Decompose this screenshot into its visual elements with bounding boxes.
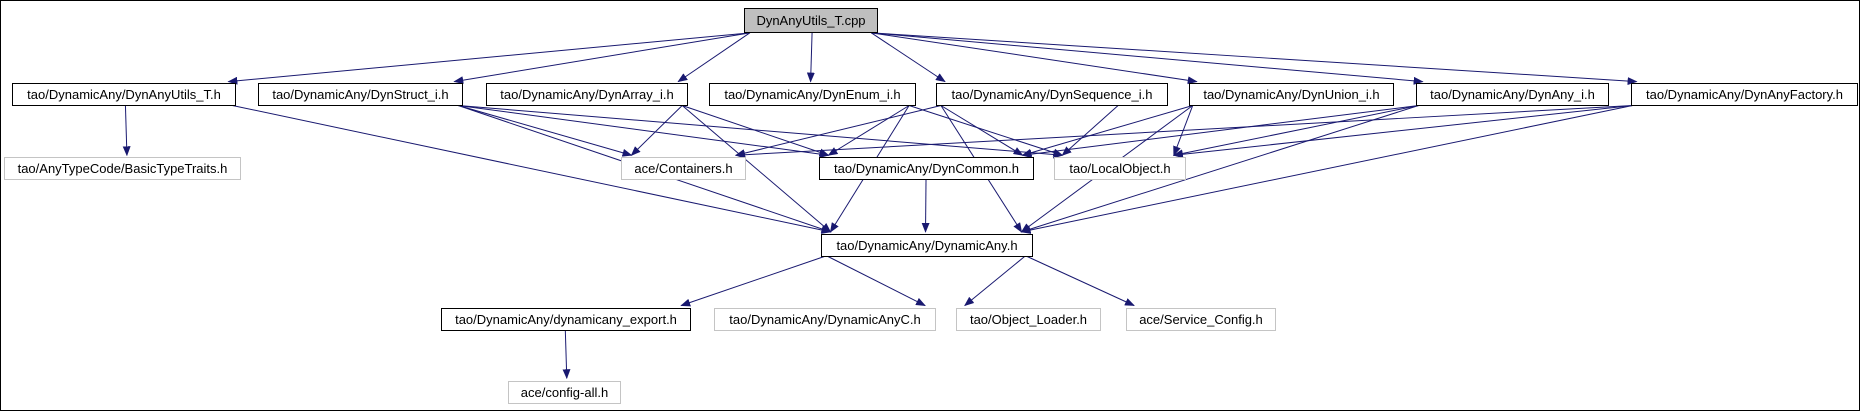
edge-union_i-dyncommon: [1021, 105, 1193, 157]
edge-factory-dynamicany: [1020, 105, 1633, 234]
edge-cpp-utils_h: [227, 32, 750, 85]
node-cpp: DynAnyUtils_T.cpp: [744, 8, 878, 33]
node-utils_h[interactable]: tao/DynamicAny/DynAnyUtils_T.h: [12, 83, 236, 106]
edge-factory-localobject: [1172, 104, 1633, 159]
edge-sequence_i-containers: [734, 105, 942, 158]
edge-cpp-union_i: [871, 32, 1198, 85]
edge-cpp-enum_i: [806, 32, 815, 83]
edge-struct_i-dyncommon: [458, 104, 830, 158]
node-configall: ace/config-all.h: [508, 381, 621, 404]
edge-any_i-dyncommon: [1021, 104, 1419, 159]
edge-cpp-any_i: [871, 32, 1424, 85]
edge-cpp-sequence_i: [871, 32, 946, 83]
node-dynamicany[interactable]: tao/DynamicAny/DynamicAny.h: [821, 234, 1033, 257]
edge-enum_i-dyncommon: [827, 105, 910, 156]
edge-enum_i-localobject: [908, 105, 1064, 157]
edge-cpp-struct_i: [453, 32, 750, 85]
edge-factory-containers: [734, 104, 1633, 159]
edge-cpp-array_i: [677, 32, 751, 83]
edge-any_i-localobject: [1172, 105, 1419, 158]
node-basictraits: tao/AnyTypeCode/BasicTypeTraits.h: [4, 157, 241, 180]
edge-dynamicany-dynamicanyc: [826, 255, 926, 306]
node-dyncommon[interactable]: tao/DynamicAny/DynCommon.h: [819, 157, 1034, 180]
node-export_h[interactable]: tao/DynamicAny/dynamicany_export.h: [441, 308, 691, 331]
edge-dynamicany-svcconfig: [1025, 255, 1135, 306]
node-objloader: tao/Object_Loader.h: [956, 308, 1101, 331]
node-union_i[interactable]: tao/DynamicAny/DynUnion_i.h: [1189, 83, 1394, 106]
edge-cpp-factory: [871, 32, 1638, 86]
node-struct_i[interactable]: tao/DynamicAny/DynStruct_i.h: [258, 83, 463, 106]
node-array_i[interactable]: tao/DynamicAny/DynArray_i.h: [486, 83, 688, 106]
edge-array_i-containers: [630, 105, 683, 156]
edge-array_i-dynamicany: [681, 105, 832, 233]
edge-export_h-configall: [562, 329, 571, 380]
edge-array_i-dyncommon: [682, 105, 830, 157]
node-any_i[interactable]: tao/DynamicAny/DynAny_i.h: [1416, 83, 1609, 106]
edge-sequence_i-dyncommon: [940, 105, 1024, 156]
node-sequence_i[interactable]: tao/DynamicAny/DynSequence_i.h: [936, 83, 1168, 106]
node-dynamicanyc: tao/DynamicAny/DynamicAnyC.h: [714, 308, 936, 331]
edge-dynamicany-objloader: [964, 255, 1026, 307]
edge-utils_h-basictraits: [122, 105, 131, 157]
node-enum_i[interactable]: tao/DynamicAny/DynEnum_i.h: [709, 83, 916, 106]
node-localobject: tao/LocalObject.h: [1054, 157, 1186, 180]
node-containers: ace/Containers.h: [621, 157, 746, 180]
edge-dynamicany-export_h: [680, 255, 827, 307]
edge-any_i-dynamicany: [1020, 105, 1419, 233]
edge-struct_i-localobject: [458, 104, 1064, 159]
edge-sequence_i-localobject: [1061, 105, 1119, 156]
edge-struct_i-containers: [458, 105, 633, 157]
node-svcconfig: ace/Service_Config.h: [1126, 308, 1276, 331]
edge-utils_h-dynamicany: [232, 105, 832, 234]
node-factory[interactable]: tao/DynamicAny/DynAnyFactory.h: [1631, 83, 1858, 106]
